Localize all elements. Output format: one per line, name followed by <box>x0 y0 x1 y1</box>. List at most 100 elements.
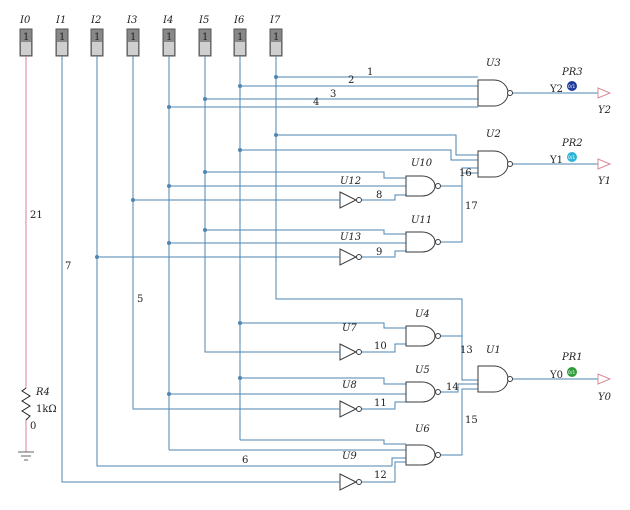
gate-u8[interactable]: U8 <box>330 380 388 418</box>
probe-pr1[interactable]: PR1 Y0 0/1 <box>549 352 583 381</box>
wire-bus-i3 <box>132 56 330 410</box>
input-label-i2: I2 <box>90 15 101 26</box>
net-label: 0 <box>30 421 36 432</box>
wire-net-12 <box>388 461 406 483</box>
gate-label-u12: U12 <box>340 176 361 187</box>
gate-u3[interactable]: U3 <box>477 58 513 107</box>
gate-label-u7: U7 <box>342 323 357 334</box>
net-label: 9 <box>376 247 382 258</box>
gate-u5[interactable]: U5 <box>405 365 441 403</box>
output-label-y1: Y1 <box>598 176 611 187</box>
switch-i0[interactable]: 1 I0 <box>19 15 33 57</box>
gate-label-u10: U10 <box>411 158 433 169</box>
gate-u9[interactable]: U9 <box>330 451 388 491</box>
gate-label-u13: U13 <box>340 232 361 243</box>
resistor-name: R4 <box>35 387 50 398</box>
gate-label-u3: U3 <box>486 58 501 69</box>
gate-u10[interactable]: U10 <box>405 158 441 197</box>
wire-u4-in-a <box>240 322 406 329</box>
gate-label-u11: U11 <box>411 215 432 226</box>
gate-label-u2: U2 <box>486 129 501 140</box>
wire-bus-i5 <box>204 56 330 353</box>
wires <box>25 56 598 483</box>
probe-signal: Y0 <box>549 370 563 381</box>
switch-glyph: 1 <box>166 32 172 43</box>
switch-glyph: 1 <box>59 32 65 43</box>
gate-u11[interactable]: U11 <box>405 215 441 253</box>
net-label: 17 <box>465 201 478 212</box>
probe-badge: 0/1 <box>568 155 575 161</box>
switch-glyph: 1 <box>237 32 243 43</box>
net-label: 14 <box>446 382 459 393</box>
net-labels: 21 0 7 5 6 1 2 3 4 8 9 10 11 12 13 14 15… <box>30 67 478 481</box>
switch-i4[interactable]: 1 I4 <box>162 15 176 57</box>
probe-name: PR3 <box>561 67 583 78</box>
switch-i5[interactable]: 1 I5 <box>198 15 212 57</box>
net-label: 3 <box>330 89 336 100</box>
input-label-i7: I7 <box>269 15 281 26</box>
ground-icon <box>18 451 34 461</box>
net-label: 15 <box>465 415 478 426</box>
gate-u13[interactable]: U13 <box>330 232 388 266</box>
wire-net-9 <box>388 250 406 258</box>
input-switches: 1 I0 1 I1 1 I2 1 I3 1 I4 <box>19 15 283 57</box>
gate-label-u9: U9 <box>342 451 357 462</box>
gate-u1[interactable]: U1 <box>477 345 513 393</box>
net-label: 5 <box>137 294 143 305</box>
wire-net-6 <box>391 457 406 466</box>
probe-pr3[interactable]: PR3 Y2 0/1 <box>549 67 583 95</box>
wire-u5-in-a <box>240 377 406 385</box>
gate-u2[interactable]: U2 <box>477 129 513 178</box>
gate-u6[interactable]: U6 <box>405 424 441 466</box>
switch-i7[interactable]: 1 I7 <box>269 15 283 57</box>
switch-i2[interactable]: 1 I2 <box>90 15 104 57</box>
resistor-value: 1kΩ <box>36 404 57 415</box>
output-y0[interactable]: Y0 <box>597 373 612 403</box>
probe-pr2[interactable]: PR2 Y1 0/1 <box>549 138 583 166</box>
net-label: 13 <box>460 345 473 356</box>
junctions <box>95 75 278 396</box>
switch-i1[interactable]: 1 I1 <box>55 15 69 57</box>
wire-net-10 <box>388 343 406 353</box>
wire-u11-in-a <box>205 229 406 235</box>
probe-name: PR1 <box>561 352 583 363</box>
net-label: 12 <box>374 470 387 481</box>
output-y1[interactable]: Y1 <box>597 158 612 187</box>
switch-glyph: 1 <box>23 32 29 43</box>
wire-bus-i7 <box>275 56 463 372</box>
net-label: 21 <box>30 210 43 221</box>
wire-net-7 <box>61 56 330 483</box>
switch-i3[interactable]: 1 I3 <box>126 15 140 57</box>
probe-signal: Y2 <box>549 84 563 95</box>
wire-bus-i2 <box>96 56 392 467</box>
resistor-r4[interactable]: R4 1kΩ <box>21 387 57 421</box>
gate-u12[interactable]: U12 <box>330 176 388 209</box>
probe-badge: 0/1 <box>568 84 575 90</box>
wire-net-8 <box>388 194 406 201</box>
net-label: 7 <box>65 261 71 272</box>
output-label-y2: Y2 <box>598 105 611 116</box>
input-label-i0: I0 <box>19 15 31 26</box>
gate-u7[interactable]: U7 <box>330 323 388 361</box>
switch-glyph: 1 <box>202 32 208 43</box>
input-label-i6: I6 <box>233 15 245 26</box>
switch-i6[interactable]: 1 I6 <box>233 15 247 57</box>
output-y2[interactable]: Y2 <box>597 87 612 116</box>
gates: U3 U2 U1 U10 U11 U4 <box>330 58 513 491</box>
wire-net-17 <box>441 172 478 243</box>
probes: PR3 Y2 0/1 PR2 Y1 0/1 PR1 Y0 0/1 Y2 Y1 Y… <box>549 67 612 403</box>
switch-glyph: 1 <box>273 32 279 43</box>
output-label-y0: Y0 <box>598 392 612 403</box>
switch-glyph: 1 <box>130 32 136 43</box>
wire-net-14 <box>441 383 478 393</box>
net-label: 11 <box>374 398 387 409</box>
wire-net-15 <box>441 388 478 456</box>
gate-label-u6: U6 <box>415 424 430 435</box>
input-label-i3: I3 <box>126 15 137 26</box>
switch-glyph: 1 <box>94 32 100 43</box>
wire-u2-in-b <box>240 149 478 161</box>
net-label: 1 <box>367 67 373 78</box>
gate-u4[interactable]: U4 <box>405 309 441 347</box>
